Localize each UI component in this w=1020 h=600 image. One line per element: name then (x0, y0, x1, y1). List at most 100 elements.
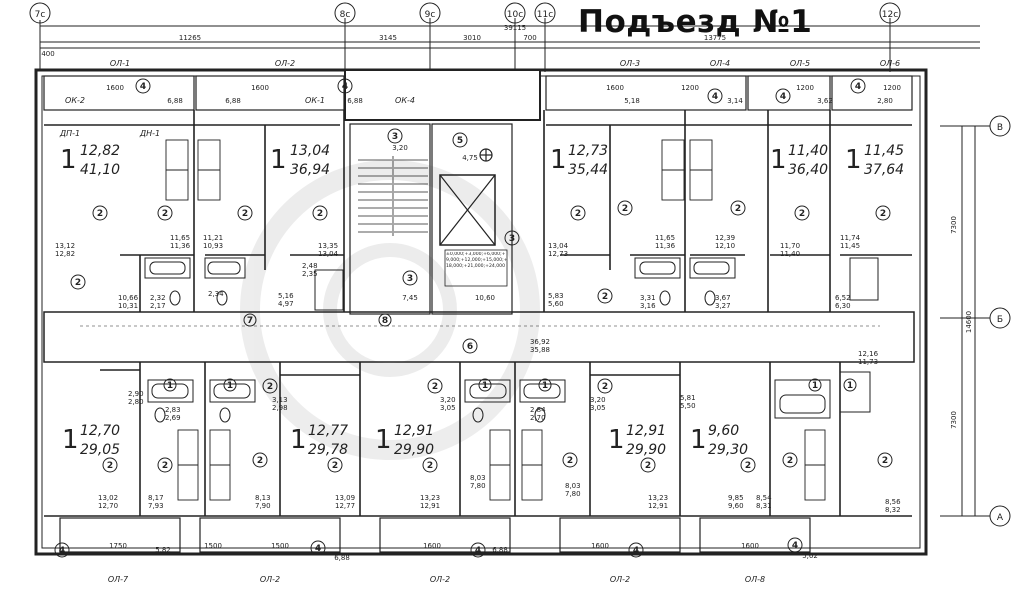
apartment-rooms: 1 (690, 425, 707, 455)
marker-2: 2 (640, 457, 656, 473)
balcony-area-6: 3,62 (817, 97, 833, 105)
room-area: 5,16 (278, 292, 294, 300)
svg-text:2: 2 (799, 209, 805, 219)
dim-top-edge: 400 (41, 50, 54, 58)
marker-4: 4 (54, 542, 70, 558)
svg-text:2: 2 (602, 292, 608, 302)
stair-core (349, 123, 513, 315)
room-area: 3,31 (640, 294, 656, 302)
room-area: 3,05 (440, 404, 456, 412)
window-label-11: ОЛ-8 (745, 575, 765, 584)
svg-text:1: 1 (167, 381, 173, 391)
bathrooms-top (144, 257, 879, 311)
marker-2: 2 (617, 200, 633, 216)
svg-text:2: 2 (575, 209, 581, 219)
apartment-total-area: 29,90 (394, 442, 434, 458)
marker-1: 1 (843, 378, 857, 392)
apartment-rooms: 1 (550, 145, 567, 175)
svg-text:2: 2 (162, 461, 168, 471)
balcony-dim-2: 1600 (251, 84, 269, 92)
room-area: 8,54 (756, 494, 772, 502)
room-area: 3,16 (640, 302, 656, 310)
dim-top-2: 3145 (379, 34, 397, 42)
dim-top-5: 13775 (704, 34, 726, 42)
room-area: 12,82 (55, 250, 75, 258)
room-area: 11,65 (655, 234, 675, 242)
room-area: 9,85 (728, 494, 744, 502)
svg-text:2: 2 (645, 461, 651, 471)
apartment-rooms: 1 (60, 145, 77, 175)
marker-2: 2 (102, 457, 118, 473)
axis-label-b: Б (997, 315, 1003, 325)
apartment-labels-top: 1 12,82 41,10 1 13,04 36,94 1 12,73 35,4… (60, 143, 904, 178)
room-markers: 4 4 3 5 2 2 2 2 3 3 2 2 2 2 2 4 4 4 6 7 … (54, 78, 893, 558)
room-area: 8,32 (885, 506, 901, 514)
room-area: 4,97 (278, 300, 294, 308)
apartment-rooms: 1 (608, 425, 625, 455)
marker-2: 2 (157, 205, 173, 221)
marker-1: 1 (163, 378, 177, 392)
room-area: 5,60 (548, 300, 564, 308)
apartment-living-area: 12,91 (626, 423, 666, 439)
room-area: 12,16 (858, 350, 879, 358)
svg-text:2: 2 (735, 204, 741, 214)
marker-2: 2 (252, 452, 268, 468)
apartment-bottom-4: 1 12,91 29,90 (608, 423, 666, 458)
axis-markers-top (29, 2, 980, 72)
balcony-area-8: 5,82 (155, 546, 171, 554)
marker-5: 5 (452, 132, 468, 148)
marker-1: 1 (223, 378, 237, 392)
dim-right-1: 7300 (950, 216, 958, 234)
apartment-top-3: 1 12,73 35,44 (550, 143, 608, 178)
marker-2: 2 (237, 205, 253, 221)
marker-2: 2 (877, 452, 893, 468)
balcony-area-11: 5,62 (802, 552, 818, 560)
svg-text:1: 1 (812, 381, 818, 391)
marker-2: 2 (740, 457, 756, 473)
apartment-labels-bottom: 1 12,70 29,05 1 12,77 29,78 1 12,91 29,9… (62, 423, 748, 458)
room-area: 13,12 (55, 242, 75, 250)
apartment-total-area: 35,44 (568, 162, 608, 178)
room-area: 8,03 (470, 474, 486, 482)
room-area: 9,60 (728, 502, 744, 510)
balcony-area-1: 6,88 (167, 97, 183, 105)
corridor-area-a: 36,92 (530, 338, 550, 346)
svg-text:1: 1 (542, 381, 548, 391)
marker-3: 3 (504, 230, 520, 246)
svg-text:2: 2 (567, 456, 573, 466)
svg-text:4: 4 (59, 546, 65, 556)
svg-text:2: 2 (257, 456, 263, 466)
room-area: 2,80 (128, 398, 144, 406)
room-area: 3,13 (272, 396, 288, 404)
room-area: 11,70 (780, 242, 800, 250)
apartment-rooms: 1 (845, 145, 862, 175)
apartment-total-area: 41,10 (80, 162, 120, 178)
apartment-rooms: 1 (770, 145, 787, 175)
room-area: 3,05 (590, 404, 606, 412)
svg-text:2: 2 (97, 209, 103, 219)
marker-2: 2 (875, 205, 891, 221)
page-title: Подъезд №1 (578, 4, 813, 40)
svg-text:2: 2 (622, 204, 628, 214)
room-area: 7,80 (470, 482, 486, 490)
room-area: 13,09 (335, 494, 355, 502)
apartment-total-area: 36,40 (788, 162, 828, 178)
marker-8: 8 (378, 313, 392, 327)
apartment-living-area: 12,70 (80, 423, 120, 439)
room-area: 13,02 (98, 494, 118, 502)
marker-2: 2 (422, 457, 438, 473)
core-labels: 3,20 4,75 7,45 10,60 36,92 35,88 ±0,000;… (392, 144, 550, 354)
marker-7: 7 (243, 313, 257, 327)
room-area: 3,27 (715, 302, 731, 310)
room-area: 12,39 (715, 234, 735, 242)
room-area: 8,31 (756, 502, 772, 510)
balcony-dim-4: 1200 (681, 84, 699, 92)
marker-4: 4 (337, 78, 353, 94)
axis-label-a: А (997, 513, 1004, 523)
apartment-living-area: 11,45 (864, 143, 904, 159)
axis-label-9c: 9с (425, 10, 436, 20)
apartment-rooms: 1 (62, 425, 79, 455)
axis-label-7c: 7с (35, 10, 46, 20)
svg-text:4: 4 (342, 82, 348, 92)
elevator-note: ±0,000;+3,000;+6,000;+9,000;+12,000;+15,… (446, 252, 508, 269)
